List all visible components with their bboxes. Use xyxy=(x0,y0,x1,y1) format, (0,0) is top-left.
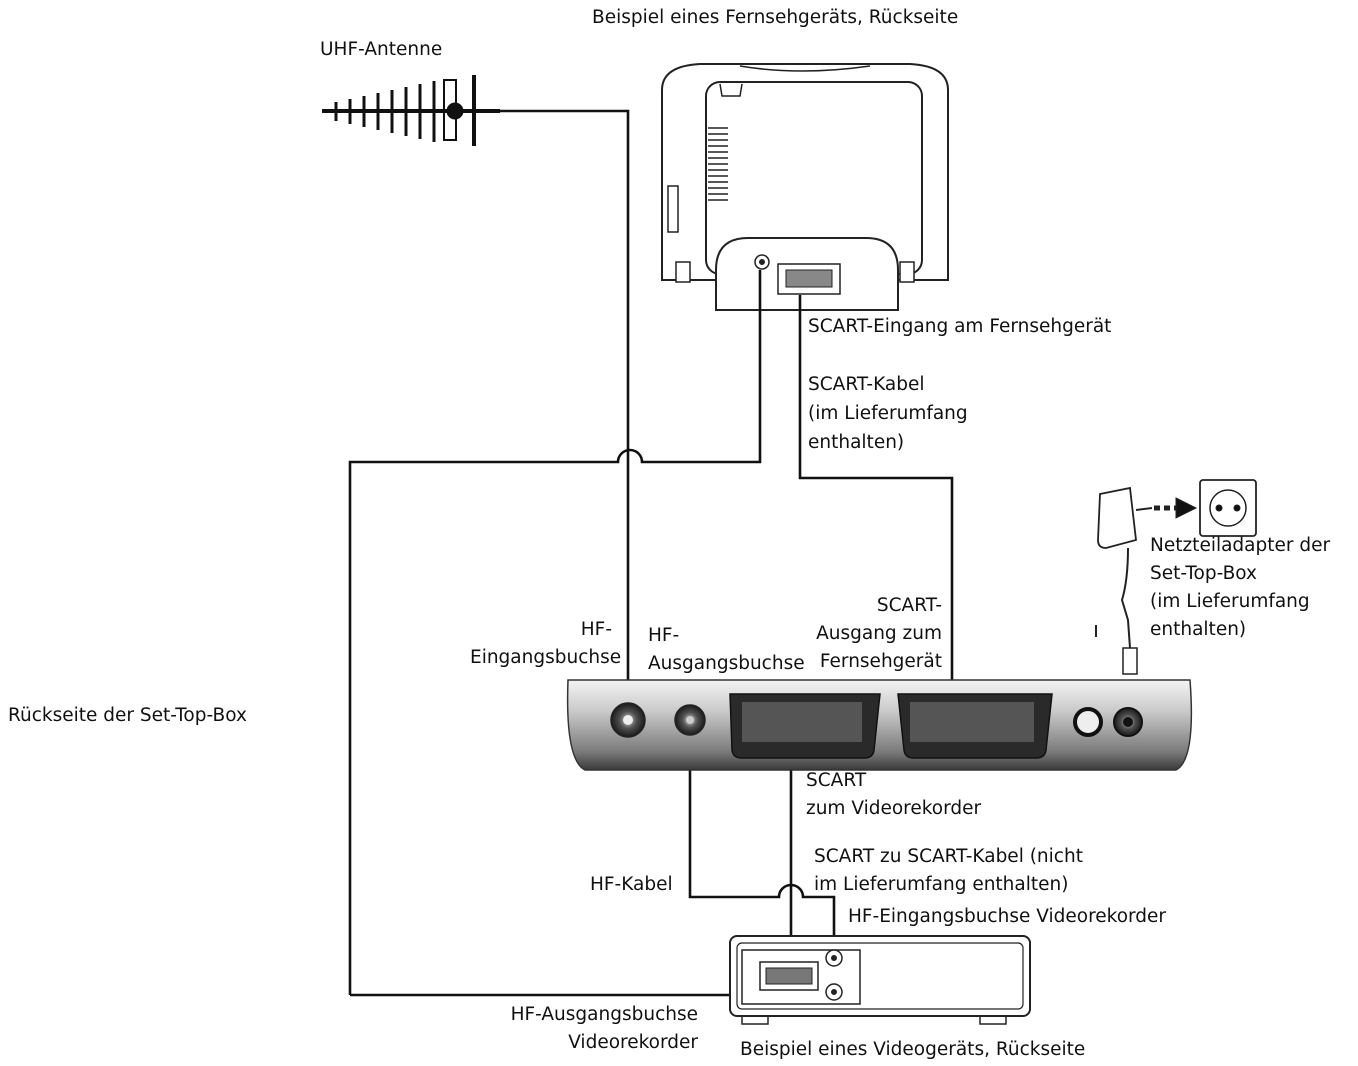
hf-output-label: HF- Ausgangsbuchse xyxy=(648,625,805,674)
vcr-title: Beispiel eines Videogeräts, Rückseite xyxy=(740,1039,1086,1060)
vcr-hf-output-label: HF-Ausgangsbuchse Videorekorder xyxy=(510,1004,698,1053)
vcr-hf-input-label: HF-Eingangsbuchse Videorekorder xyxy=(848,906,1167,927)
power-adapter-icon xyxy=(1095,486,1198,675)
set-top-box-icon xyxy=(566,679,1193,771)
scart-to-vcr-label: SCART zum Videorekorder xyxy=(806,770,982,819)
tv-title: Beispiel eines Fernsehgeräts, Rückseite xyxy=(592,7,959,28)
hf-input-label: HF- Eingangsbuchse xyxy=(470,619,622,668)
hf-cable-label: HF-Kabel xyxy=(590,874,673,895)
tv-scart-input-label: SCART-Eingang am Fernsehgerät xyxy=(808,316,1112,337)
antenna-icon xyxy=(322,75,500,146)
power-adapter-label: Netzteiladapter der Set-Top-Box (im Lief… xyxy=(1150,535,1331,640)
tv-back-icon xyxy=(661,63,949,311)
cables xyxy=(348,109,954,997)
scart-cable-label: SCART-Kabel (im Lieferumfang enthalten) xyxy=(808,374,968,453)
scart-out-tv-label: SCART- Ausgang zum Fernsehgerät xyxy=(816,595,942,672)
vcr-back-icon xyxy=(729,935,1031,1025)
wall-socket-icon xyxy=(1199,479,1257,537)
uhf-antenna-label: UHF-Antenne xyxy=(320,39,443,60)
stb-back-label: Rückseite der Set-Top-Box xyxy=(8,705,247,726)
scart-scart-cable-label: SCART zu SCART-Kabel (nicht im Lieferumf… xyxy=(814,846,1083,895)
